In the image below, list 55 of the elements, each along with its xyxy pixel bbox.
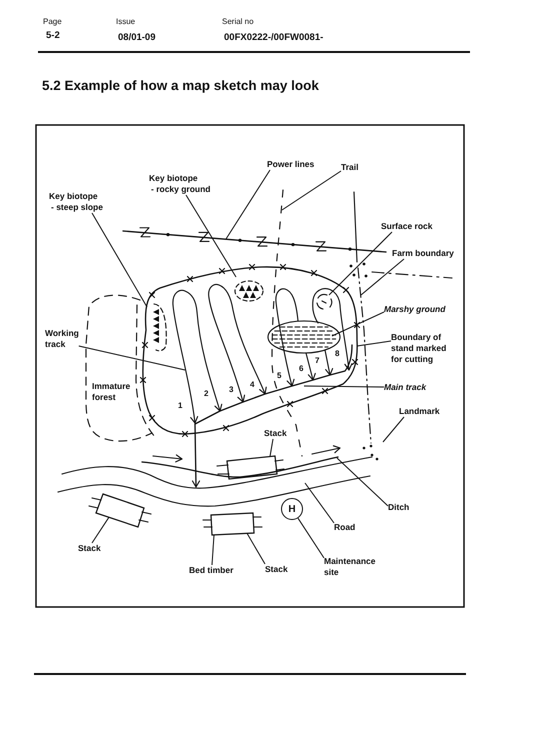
- issue-date: 08/01-09: [118, 33, 156, 44]
- map-label: Marshy ground: [384, 304, 446, 315]
- leader-line: [226, 170, 270, 240]
- map-label: Trail: [341, 162, 358, 173]
- map-label: Key biotope - rocky ground: [149, 173, 211, 195]
- map-label: Working track: [45, 328, 79, 350]
- strip-road-number: 8: [335, 349, 340, 358]
- leader-line: [282, 170, 342, 210]
- leader-line: [304, 482, 334, 524]
- serial-caption: Serial no: [222, 17, 254, 26]
- site-marker: H: [281, 498, 303, 520]
- leader-line: [360, 258, 404, 296]
- leader-line: [336, 458, 388, 506]
- map-label: Farm boundary: [392, 248, 454, 259]
- strip-road-number: 7: [315, 356, 320, 366]
- map-label: Boundary of stand marked for cutting: [391, 332, 449, 365]
- map-label: Surface rock: [381, 221, 432, 232]
- map-label: Main track: [384, 382, 426, 393]
- leader-line: [382, 416, 404, 442]
- strip-road-number: 1: [178, 401, 182, 410]
- leader-line: [92, 212, 148, 308]
- map-label: Maintenance site: [324, 556, 376, 578]
- leader-line: [212, 534, 214, 566]
- section-title: 5.2 Example of how a map sketch may look: [42, 78, 319, 94]
- strip-road-number: 3: [229, 385, 234, 394]
- strip-road-number: 5: [277, 371, 282, 380]
- map-label: Road: [334, 522, 356, 533]
- leader-line: [92, 516, 110, 544]
- map-label: Stack: [265, 564, 288, 575]
- leader-line: [356, 340, 392, 346]
- map-label: Ditch: [388, 502, 410, 513]
- stack-symbol: [226, 455, 278, 480]
- stack-symbol: [95, 493, 145, 528]
- page-number: 5-2: [46, 31, 60, 42]
- issue-caption: Issue: [116, 17, 136, 26]
- map-label: Landmark: [399, 406, 440, 417]
- leader-line: [304, 386, 384, 388]
- map-label: Stack: [264, 428, 287, 439]
- map-label: Stack: [78, 543, 101, 554]
- leader-line: [298, 518, 324, 558]
- leader-line: [78, 346, 186, 370]
- leader-line: [246, 532, 266, 564]
- page-caption: Page: [43, 17, 62, 26]
- serial-number: 00FX0222-/00FW0081-: [224, 33, 324, 44]
- area-label: Immature forest: [92, 381, 130, 403]
- stack-symbol: [210, 512, 255, 536]
- strip-road-number: 2: [204, 389, 208, 398]
- strip-road-number: 6: [299, 364, 304, 374]
- leader-line: [332, 312, 384, 336]
- leader-line: [186, 194, 236, 278]
- map-label: Key biotope - steep slope: [49, 191, 103, 213]
- strip-road-number: 4: [250, 380, 254, 390]
- map-label: Power lines: [267, 159, 314, 170]
- map-label: Bed timber: [189, 565, 234, 576]
- leader-line: [270, 438, 274, 457]
